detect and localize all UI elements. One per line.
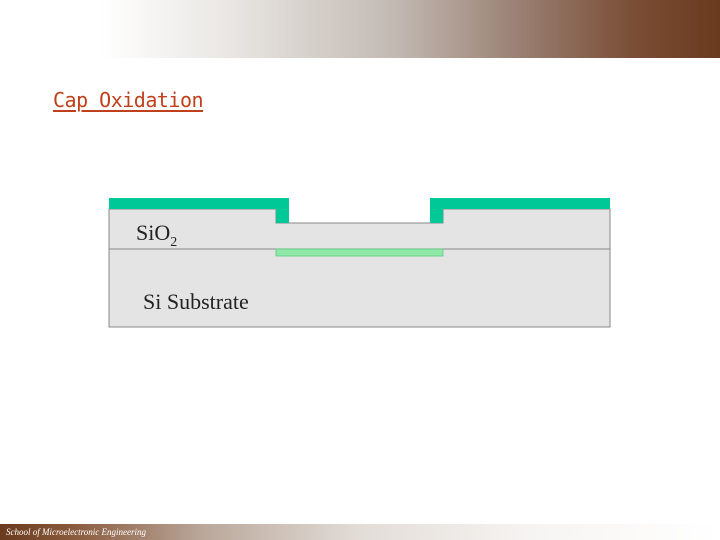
sio2-label: SiO2 — [136, 220, 177, 250]
sio2-subscript: 2 — [170, 235, 177, 250]
si-substrate-layer — [108, 248, 611, 328]
substrate-label: Si Substrate — [143, 289, 249, 314]
footer-gradient-band — [0, 524, 720, 540]
footer-text: School of Microelectronic Engineering — [6, 527, 147, 537]
sio2-layer — [108, 208, 611, 250]
cap-oxide-left — [109, 198, 289, 223]
cap-oxide-right — [430, 198, 610, 223]
header-gradient-band — [0, 0, 720, 58]
slide-title: Cap Oxidation — [53, 88, 204, 112]
thin-oxide-strip — [275, 248, 444, 257]
